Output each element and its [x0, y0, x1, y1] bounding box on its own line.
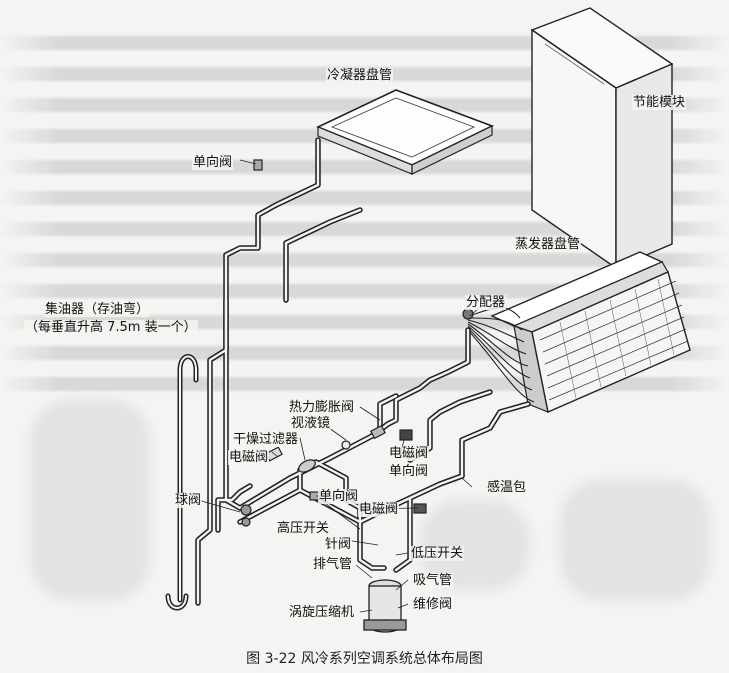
oil-trap-loops [165, 354, 199, 611]
figure-caption: 图 3-22 风冷系列空调系统总体布局图 [246, 651, 483, 667]
label-suction-pipe: 吸气管 [412, 573, 454, 588]
label-condenser-coil: 冷凝器盘管 [326, 68, 394, 83]
label-discharge-pipe: 排气管 [312, 557, 354, 572]
label-sight-glass: 视液镜 [290, 416, 332, 431]
label-expansion-valve: 热力膨胀阀 [288, 400, 356, 415]
energy-module-cabinet [530, 7, 674, 292]
label-sensing-bulb: 感温包 [486, 480, 528, 495]
label-filter-drier: 干燥过滤器 [232, 432, 300, 447]
component-symbols [240, 159, 474, 527]
label-solenoid-right: 电磁阀 [388, 446, 430, 461]
condenser-coil [316, 89, 495, 175]
scroll-compressor [363, 579, 407, 633]
label-check-valve-mid: 单向阀 [318, 489, 360, 504]
label-oil-trap: 集油器（存油弯） [44, 302, 151, 317]
refrigerant-pipes [195, 137, 531, 606]
label-check-valve-right: 单向阀 [388, 464, 430, 479]
label-scroll-compressor: 涡旋压缩机 [288, 605, 356, 620]
label-solenoid-mid: 电磁阀 [358, 502, 400, 517]
label-energy-module: 节能模块 [632, 95, 687, 110]
evaporator-coil [490, 251, 691, 413]
label-low-pressure-switch: 低压开关 [410, 546, 465, 561]
label-solenoid-left: 电磁阀 [228, 450, 270, 465]
label-distributor: 分配器 [465, 295, 507, 310]
label-ball-valve: 球阀 [174, 493, 203, 508]
label-check-valve-top: 单向阀 [192, 155, 234, 170]
label-service-valve: 维修阀 [412, 597, 454, 612]
label-evaporator-coil: 蒸发器盘管 [514, 237, 582, 252]
label-oil-trap-note: （每垂直升高 7.5m 装一个） [24, 320, 198, 335]
label-needle-valve: 针阀 [324, 537, 353, 552]
label-high-pressure-switch: 高压开关 [276, 521, 331, 536]
